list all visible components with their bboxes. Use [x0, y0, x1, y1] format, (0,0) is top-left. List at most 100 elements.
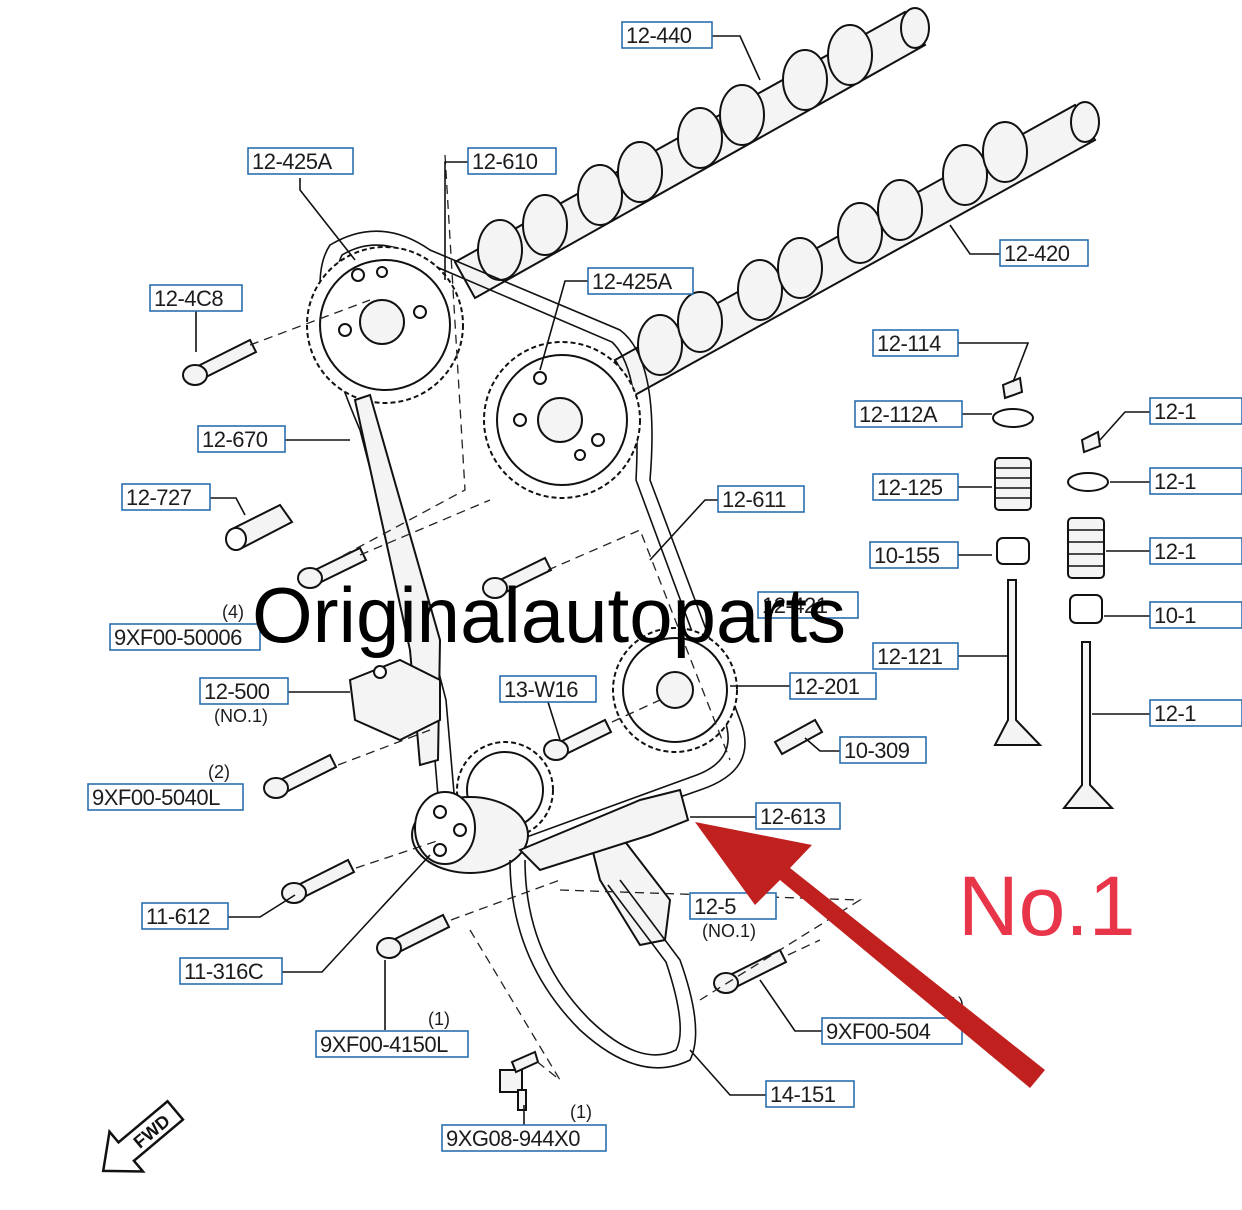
part-label-r3: 12-1 — [1149, 537, 1242, 565]
part-label-box — [441, 1124, 607, 1152]
pin-12-727 — [225, 503, 294, 551]
part-label-box — [197, 425, 286, 453]
no1-label-b: (NO.1) — [702, 921, 756, 941]
valve-train-right — [1061, 430, 1115, 809]
part-label-text: 12-1 — [1154, 701, 1196, 726]
part-label-box — [141, 902, 229, 930]
crank-pulley-11-316C — [411, 791, 529, 874]
part-label-12-114: 12-114 — [872, 329, 959, 357]
part-label-box — [1149, 537, 1242, 565]
part-label-12-440: 12-440 — [621, 21, 713, 49]
bolt-12-4C8 — [182, 338, 258, 386]
part-label-box — [121, 483, 211, 511]
part-label-text: 10-309 — [844, 738, 910, 763]
part-label-13-W16: 13-W16 — [499, 675, 597, 703]
qty-2: (2) — [208, 762, 230, 782]
part-label-text: 12-125 — [877, 475, 943, 500]
part-label-box — [149, 284, 243, 312]
phantom-lines — [249, 154, 863, 1081]
part-label-box — [755, 802, 841, 830]
part-label-box — [854, 400, 963, 428]
red-pointer-arrow — [695, 822, 1045, 1088]
part-label-box — [839, 736, 927, 764]
part-label-12-112A: 12-112A — [854, 400, 963, 428]
bolt-9XF00-504b — [713, 948, 788, 994]
part-label-text: 12-613 — [760, 804, 826, 829]
watermark: Originalautoparts — [252, 571, 846, 659]
part-label-text: 12-114 — [877, 331, 941, 356]
part-label-box — [765, 1080, 855, 1108]
camshaft-exhaust — [453, 7, 930, 300]
part-label-text: 9XG08-944X0 — [446, 1126, 580, 1151]
bolt-9XF00-4150 — [376, 913, 451, 959]
part-label-9XF00-4150: 9XF00-4150L — [315, 1030, 469, 1058]
part-label-box — [87, 783, 244, 811]
part-label-text: 12-425A — [252, 149, 333, 174]
bolt-13-W16-upper — [482, 556, 553, 599]
part-label-text: 12-440 — [626, 23, 692, 48]
part-label-text: 12-727 — [126, 485, 192, 510]
part-label-text: 12-4C8 — [154, 286, 223, 311]
part-label-12-425A-a: 12-425A — [247, 147, 354, 175]
part-label-box — [872, 329, 959, 357]
part-label-9XF00-504b: 9XF00-504 — [821, 1017, 963, 1045]
fwd-arrow: FWD — [101, 1099, 185, 1173]
part-label-box — [717, 485, 805, 513]
part-label-box — [199, 677, 289, 705]
part-label-text: 11-612 — [146, 904, 210, 929]
part-label-12-670: 12-670 — [197, 425, 286, 453]
part-label-box — [1149, 467, 1242, 495]
idler-sprocket — [612, 627, 738, 753]
part-label-11-612: 11-612 — [141, 902, 229, 930]
part-label-text: 12-1 — [1154, 469, 1196, 494]
part-label-text: 9XF00-504 — [826, 1019, 931, 1044]
part-label-text: 12-5 — [694, 894, 736, 919]
part-label-12-610: 12-610 — [467, 147, 557, 175]
part-label-text: 12-112A — [859, 402, 938, 427]
part-label-box — [587, 267, 694, 295]
part-label-text: 12-201 — [794, 674, 860, 699]
part-label-box — [1149, 699, 1242, 727]
part-label-box — [872, 642, 959, 670]
part-label-text: 13-W16 — [504, 677, 578, 702]
part-label-r2: 12-1 — [1149, 467, 1242, 495]
part-label-12-4C8: 12-4C8 — [149, 284, 243, 312]
part-label-text: 12-610 — [472, 149, 538, 174]
part-label-text: 12-1 — [1154, 399, 1196, 424]
part-label-text: 10-1 — [1154, 603, 1196, 628]
callout-no1: No.1 — [958, 859, 1135, 953]
part-label-12-611: 12-611 — [717, 485, 805, 513]
part-label-14-151: 14-151 — [765, 1080, 855, 1108]
part-label-box — [499, 675, 597, 703]
part-label-box — [999, 239, 1089, 267]
part-label-text: 12-1 — [1154, 539, 1196, 564]
part-label-9XF00-5040: 9XF00-5040L — [87, 783, 244, 811]
part-label-text: 9XF00-50006 — [114, 625, 242, 650]
part-label-box — [315, 1030, 469, 1058]
part-label-text: 12-420 — [1004, 241, 1070, 266]
part-label-12-727: 12-727 — [121, 483, 211, 511]
part-label-12-125: 12-125 — [872, 473, 959, 501]
part-label-12-201: 12-201 — [789, 672, 877, 700]
part-label-text: 9XF00-5040L — [92, 785, 220, 810]
cam-sprocket-left — [306, 246, 464, 404]
part-label-12-613: 12-613 — [755, 802, 841, 830]
part-label-box — [1149, 601, 1242, 629]
bolt-11-612 — [281, 858, 356, 904]
qty-1-c: (1) — [570, 1102, 592, 1122]
sensor-9XG08-944X0 — [499, 1050, 540, 1111]
bolt-13-W16 — [543, 718, 613, 761]
part-label-12-425A-b: 12-425A — [587, 267, 694, 295]
part-label-box — [467, 147, 557, 175]
part-label-text: 12-500 — [204, 679, 270, 704]
part-label-10-309: 10-309 — [839, 736, 927, 764]
part-label-box — [789, 672, 877, 700]
part-label-text: 12-421 — [762, 593, 828, 618]
part-label-box — [872, 473, 959, 501]
part-label-box — [109, 623, 261, 651]
part-label-box — [1149, 397, 1242, 425]
part-label-text: 12-121 — [877, 644, 943, 669]
tensioner-12-500 — [348, 658, 441, 742]
no1-label-a: (NO.1) — [214, 706, 268, 726]
